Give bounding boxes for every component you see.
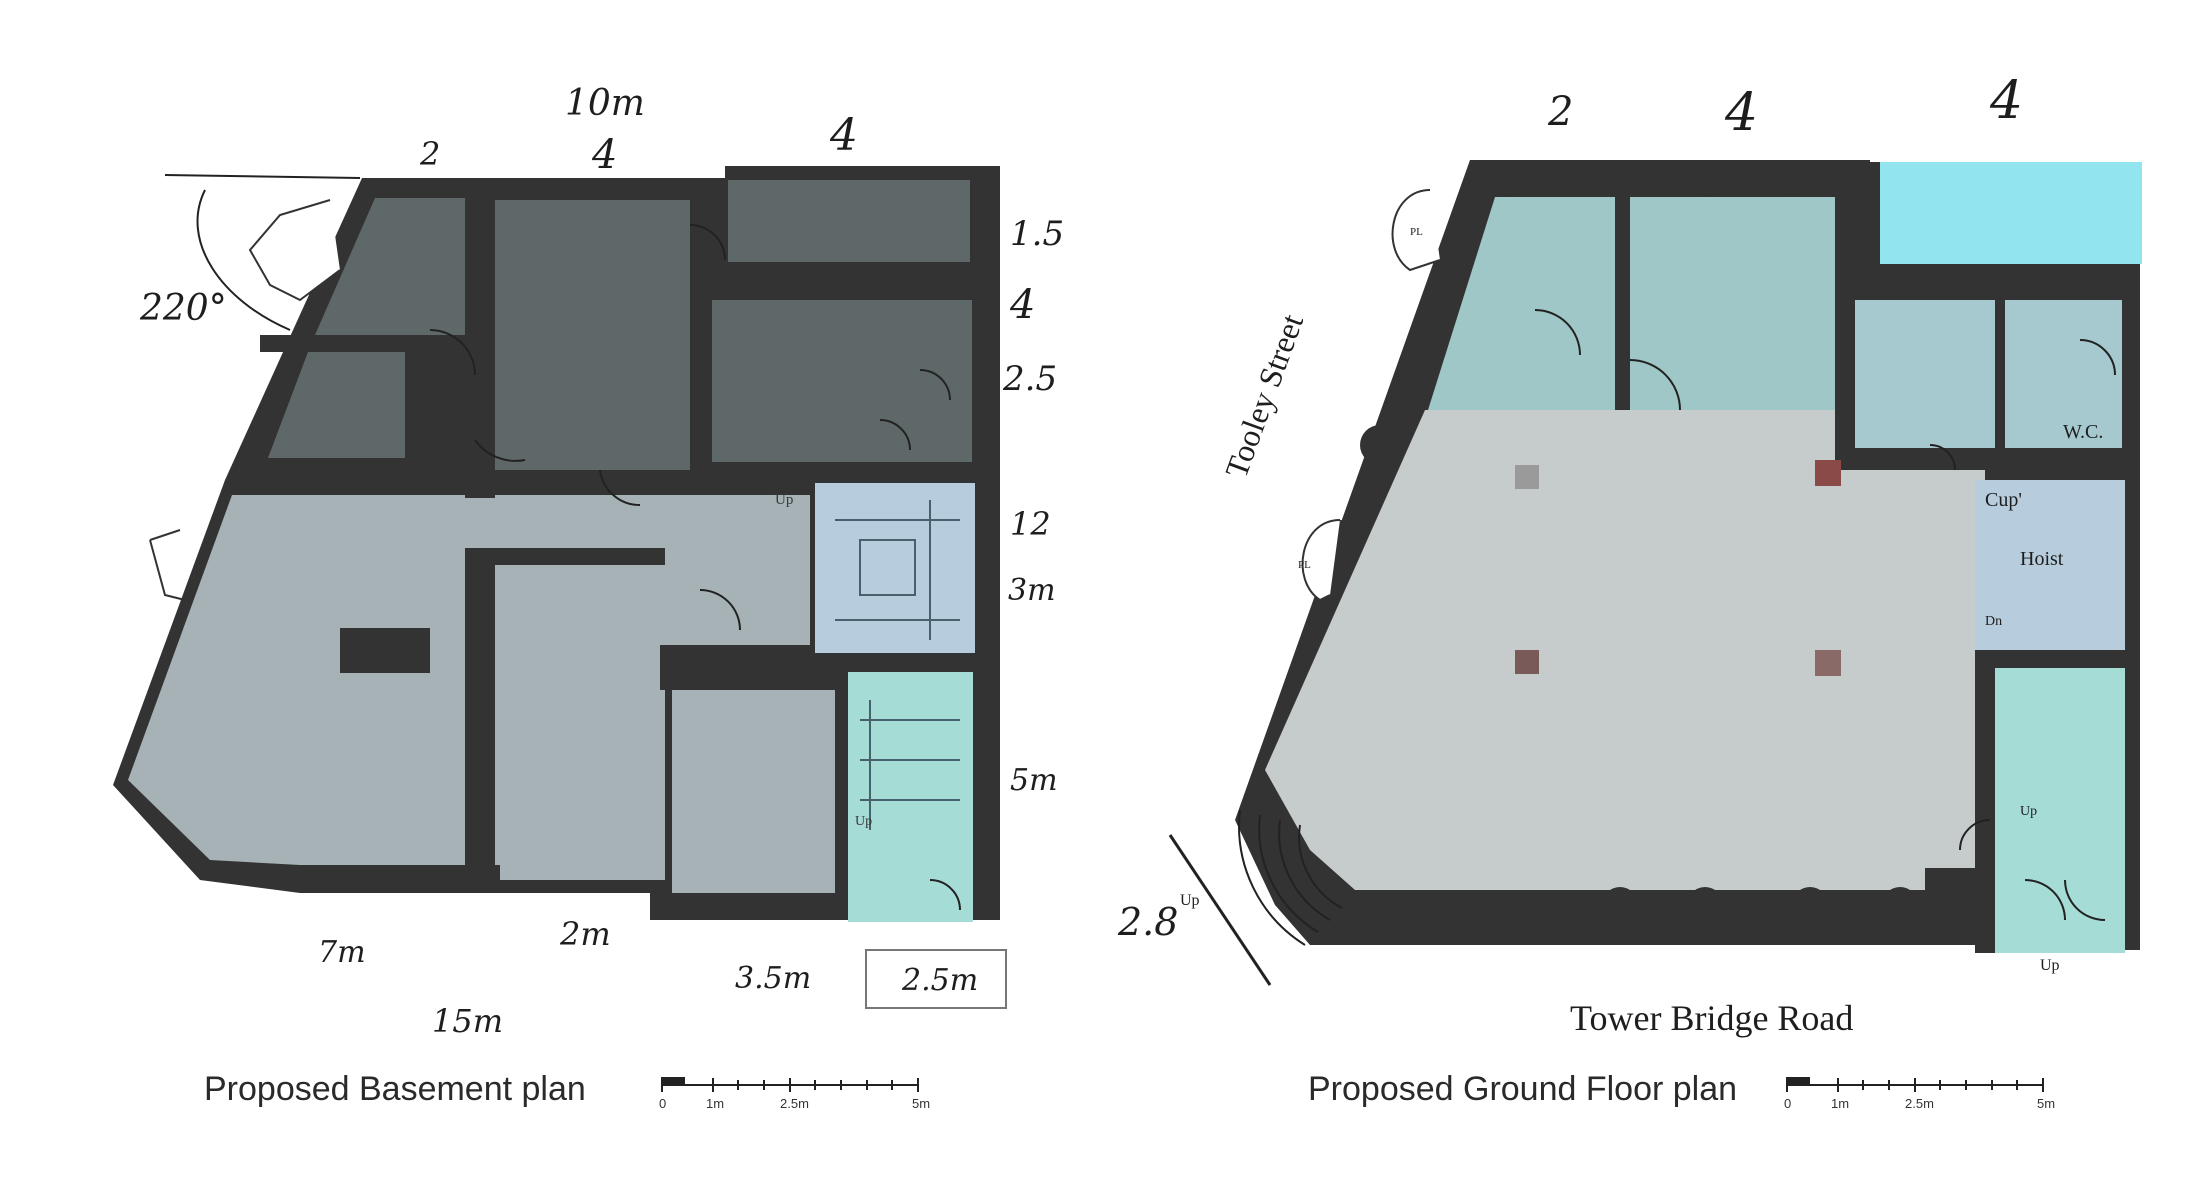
ground-bay-mid (1301, 519, 1341, 602)
basement-room-lower-middle (500, 565, 665, 880)
basement-plan: Up Up 10m 2 4 4 220° 1.5 4 2.5 12 3m 5m … (113, 83, 1064, 1111)
basement-bottom-dim-d: 2.5m (901, 963, 978, 998)
ground-up-corner-label: Up (1180, 892, 1200, 909)
basement-scale-mid: 2.5m (780, 1096, 809, 1111)
ground-scale-bar (1786, 1077, 2044, 1092)
ground-floor-plan: W.C. Cup' Hoist Dn Up Up Up PL PL Tooley… (1117, 71, 2142, 1111)
basement-bottom-dim-a: 7m (318, 935, 366, 970)
ground-room-cyan (1880, 162, 2142, 264)
ground-main-hall (1265, 410, 1985, 890)
basement-room-top-left (315, 198, 465, 335)
ground-bay-top (1391, 189, 1441, 272)
basement-right-dim-e: 3m (1008, 573, 1056, 608)
basement-plan-title: Proposed Basement plan (204, 1070, 586, 1108)
basement-top-total-dim: 10m (565, 83, 645, 124)
basement-entry-outline (865, 949, 1007, 1009)
ground-pl-top-label: PL (1410, 226, 1423, 238)
ground-wc-label: W.C. (2063, 421, 2103, 443)
basement-bottom-dim-b: 2m (559, 915, 611, 953)
basement-room-mid-right (712, 300, 972, 462)
ground-pl-mid-label: PL (1298, 559, 1311, 571)
ground-top-dim-b: 4 (1724, 83, 1758, 143)
ground-corner-dim-line (1168, 834, 1272, 986)
ground-corner-dim: 2.8 (1117, 900, 1178, 944)
basement-scale-zero: 0 (659, 1096, 666, 1111)
ground-room-top-left (1428, 197, 1615, 410)
ground-plan-title: Proposed Ground Floor plan (1308, 1070, 1737, 1108)
ground-internal-walls (1615, 180, 2140, 953)
basement-bottom-dim-c: 3.5m (735, 961, 811, 996)
basement-room-top-right (728, 180, 970, 262)
basement-door-swings (429, 224, 961, 911)
basement-stair-upper (815, 483, 975, 653)
basement-up-label-upper: Up (775, 492, 793, 508)
ground-up-lower-label: Up (2020, 804, 2037, 819)
ground-room-top-middle (1630, 197, 1835, 410)
ground-scale-end: 5m (2037, 1096, 2055, 1111)
basement-top-dim-a: 2 (419, 135, 440, 173)
basement-right-dim-b: 4 (1009, 282, 1035, 328)
ground-top-dim-a: 2 (1547, 89, 1573, 135)
ground-scale-mid: 2.5m (1905, 1096, 1934, 1111)
basement-right-dim-f: 5m (1010, 763, 1058, 798)
ground-door-swings (1534, 309, 2116, 921)
basement-scale-end: 5m (912, 1096, 930, 1111)
basement-internal-walls (260, 198, 1000, 895)
basement-room-lower-right (672, 690, 835, 893)
ground-window-piers (1320, 160, 1918, 923)
basement-scale-one: 1m (706, 1096, 724, 1111)
basement-stair-lower (848, 672, 973, 922)
ground-scale-zero: 0 (1784, 1096, 1791, 1111)
basement-top-dim-c: 4 (829, 110, 858, 161)
ground-cup-label: Cup' (1985, 489, 2022, 511)
basement-right-dim-a: 1.5 (1010, 214, 1064, 254)
ground-corner-steps (1238, 809, 1343, 946)
basement-angle-arc (164, 174, 361, 331)
ground-up-door-label: Up (2040, 957, 2060, 974)
basement-angle-dim: 220° (139, 288, 227, 329)
ground-columns (1515, 460, 1841, 676)
basement-bottom-total-dim: 15m (432, 1002, 503, 1040)
ground-hoist-label: Hoist (2020, 548, 2064, 570)
ground-dn-label: Dn (1985, 614, 2002, 629)
tooley-street-label: Tooley Street (1218, 309, 1310, 482)
ground-hoist-area (1975, 480, 2125, 650)
basement-room-top-middle (495, 200, 690, 470)
basement-right-dim-c: 2.5 (1002, 359, 1057, 399)
basement-top-dim-b: 4 (591, 132, 617, 178)
basement-lightwell-outline (248, 199, 341, 302)
basement-scale-bar (661, 1077, 919, 1092)
basement-room-left-small (268, 352, 410, 458)
basement-bay-outline (149, 529, 186, 601)
basement-right-dim-d: 12 (1010, 505, 1051, 543)
basement-up-label-lower: Up (855, 814, 872, 829)
ground-stair-lower (1995, 668, 2125, 953)
basement-stair-treads (835, 500, 960, 830)
ground-top-dim-c: 4 (1989, 71, 2023, 131)
ground-room-wc-left (1855, 300, 1995, 448)
tower-bridge-road-label: Tower Bridge Road (1570, 998, 1853, 1038)
ground-scale-one: 1m (1831, 1096, 1849, 1111)
ground-room-wc-right (2005, 300, 2122, 448)
